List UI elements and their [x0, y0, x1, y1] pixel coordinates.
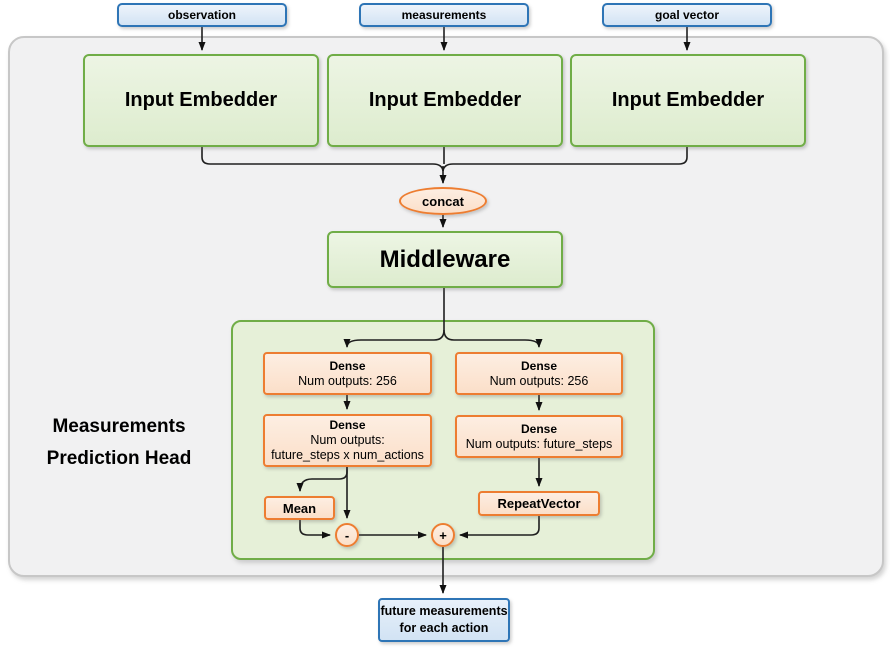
dense-subtitle: Num outputs: 256 — [298, 373, 397, 388]
dense-title: Dense — [329, 358, 366, 373]
add-operator-node: + — [431, 523, 455, 547]
input-embedder-measurements: Input Embedder — [327, 54, 563, 147]
output-box: future measurements for each action — [378, 598, 510, 642]
input-label: goal vector — [654, 8, 720, 22]
dense-title: Dense — [329, 418, 366, 432]
input-box-observation: observation — [117, 3, 287, 27]
dense-subtitle-line1: Num outputs: — [310, 433, 385, 447]
input-label: observation — [167, 8, 236, 22]
middleware-label: Middleware — [379, 245, 511, 273]
minus-label: - — [344, 527, 350, 543]
embedder-label: Input Embedder — [611, 89, 765, 111]
mean-label: Mean — [282, 500, 317, 516]
plus-label: + — [439, 527, 447, 543]
prediction-head-title-line1: Measurements — [52, 416, 186, 437]
input-embedder-goal-vector: Input Embedder — [570, 54, 806, 147]
dense-subtitle: Num outputs: future_steps — [465, 436, 613, 451]
dense-right-1: Dense Num outputs: 256 — [455, 352, 623, 395]
concat-node: concat — [399, 187, 487, 215]
input-label: measurements — [401, 8, 487, 22]
output-label-line2: for each action — [399, 621, 489, 635]
repeat-vector-label: RepeatVector — [497, 496, 581, 511]
concat-label: concat — [422, 193, 464, 209]
subtract-operator-node: - — [335, 523, 359, 547]
dense-subtitle: Num outputs: 256 — [489, 373, 589, 388]
mean-node: Mean — [264, 496, 335, 520]
input-box-measurements: measurements — [359, 3, 529, 27]
embedder-label: Input Embedder — [124, 89, 278, 111]
middleware-node: Middleware — [327, 231, 563, 288]
prediction-head-title: Measurements Prediction Head — [12, 411, 226, 476]
dense-title: Dense — [520, 358, 558, 373]
input-box-goal-vector: goal vector — [602, 3, 772, 27]
dense-left-2: Dense Num outputs: future_steps x num_ac… — [263, 414, 432, 467]
dense-left-1: Dense Num outputs: 256 — [263, 352, 432, 395]
repeat-vector-node: RepeatVector — [478, 491, 600, 516]
dense-subtitle-line2: future_steps x num_actions — [271, 448, 424, 462]
dense-right-2: Dense Num outputs: future_steps — [455, 415, 623, 458]
embedder-label: Input Embedder — [368, 89, 522, 111]
output-label-line1: future measurements — [380, 604, 508, 619]
prediction-head-title-line2: Prediction Head — [46, 448, 192, 470]
dense-title: Dense — [520, 421, 558, 436]
input-embedder-observation: Input Embedder — [83, 54, 319, 147]
